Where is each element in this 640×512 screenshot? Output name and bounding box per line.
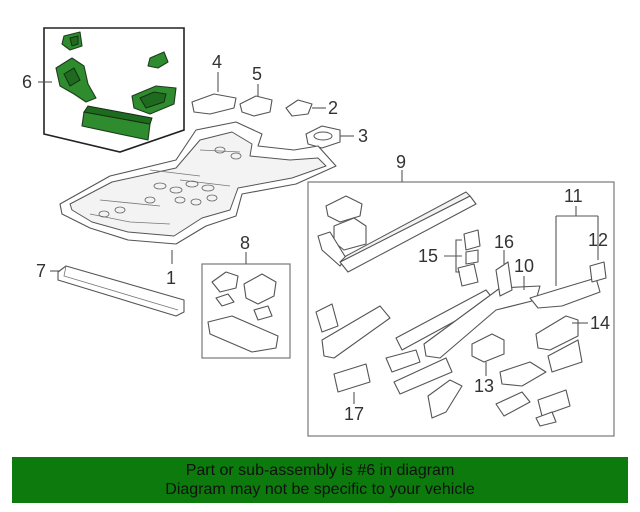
part-13-support[interactable] xyxy=(471,333,505,363)
callout-5: 5 xyxy=(252,64,262,84)
callout-7: 7 xyxy=(36,261,46,281)
banner-line-1: Part or sub-assembly is #6 in diagram xyxy=(185,462,455,479)
part-14-panel[interactable] xyxy=(535,315,579,351)
banner-line-2: Diagram may not be specific to your vehi… xyxy=(165,481,475,498)
info-banner: Part or sub-assembly is #6 in diagram Di… xyxy=(12,457,628,503)
part-9-box xyxy=(307,181,615,437)
parts-diagram: 6 4 5 2 3 1 7 8 xyxy=(22,27,615,437)
part-9-rail-assembly[interactable] xyxy=(315,191,601,359)
leader-15 xyxy=(444,239,462,273)
callout-2: 2 xyxy=(328,98,338,118)
part-8-parts[interactable] xyxy=(207,271,279,353)
part-6-inset-box xyxy=(43,27,185,153)
part-16-bracket[interactable] xyxy=(495,261,513,297)
callout-9: 9 xyxy=(396,152,406,172)
part-3-plug[interactable] xyxy=(305,125,341,149)
part-5-bracket[interactable] xyxy=(239,95,273,117)
part-2-bracket[interactable] xyxy=(285,99,313,117)
part-4-bracket[interactable] xyxy=(191,93,237,115)
callout-16: 16 xyxy=(494,232,514,252)
callout-15: 15 xyxy=(418,246,438,266)
callout-12: 12 xyxy=(588,230,608,250)
callout-6: 6 xyxy=(22,72,32,92)
callout-11: 11 xyxy=(564,186,583,206)
part-9-misc-parts[interactable] xyxy=(385,339,583,427)
callout-17: 17 xyxy=(344,404,364,424)
part-6-highlighted-parts[interactable] xyxy=(55,31,177,141)
part-17-bracket[interactable] xyxy=(333,363,371,393)
callout-10: 10 xyxy=(514,256,534,276)
part-1-floor-pan[interactable] xyxy=(59,121,337,245)
leader-11 xyxy=(555,206,599,286)
callout-3: 3 xyxy=(358,126,368,146)
callout-8: 8 xyxy=(240,233,250,253)
callout-13: 13 xyxy=(474,376,494,396)
callout-1: 1 xyxy=(166,268,176,288)
part-12-bracket[interactable] xyxy=(589,261,607,283)
part-15-clips[interactable] xyxy=(457,229,481,287)
callout-4: 4 xyxy=(212,52,222,72)
callout-14: 14 xyxy=(590,313,610,333)
